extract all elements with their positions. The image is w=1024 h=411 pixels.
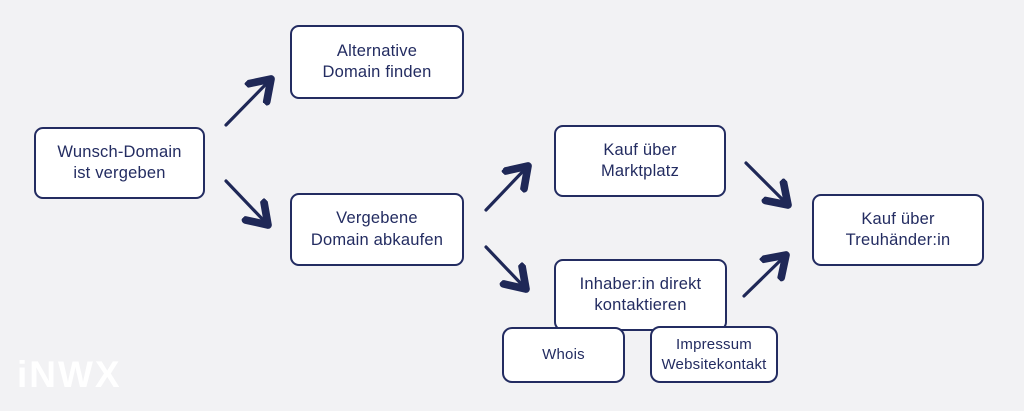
node-impressum-websitekontakt: Impressum Websitekontakt xyxy=(650,326,778,383)
node-alternative-domain-finden: Alternative Domain finden xyxy=(290,25,464,99)
node-label: Alternative Domain finden xyxy=(322,41,432,81)
node-label: Impressum Websitekontakt xyxy=(661,336,767,373)
inwx-logo: iNWX xyxy=(17,354,122,395)
node-wunsch-domain-ist-vergeben: Wunsch-Domain ist vergeben xyxy=(34,127,205,199)
node-label: Whois xyxy=(542,346,585,364)
node-whois: Whois xyxy=(502,327,625,383)
node-inhaber-direkt-kontaktieren: Inhaber:in direkt kontaktieren xyxy=(554,259,727,331)
arrow-wunsch-to-vergebene xyxy=(224,179,268,225)
node-vergebene-domain-abkaufen: Vergebene Domain abkaufen xyxy=(290,193,464,266)
arrow-vergebene-to-inhaber xyxy=(484,245,526,289)
node-kauf-ueber-marktplatz: Kauf über Marktplatz xyxy=(554,125,726,197)
node-label: Inhaber:in direkt kontaktieren xyxy=(579,274,702,314)
arrow-wunsch-to-alternative xyxy=(224,79,271,127)
node-label: Wunsch-Domain ist vergeben xyxy=(57,142,182,182)
arrow-vergebene-to-marktplatz xyxy=(484,166,528,212)
arrow-marktplatz-to-treuhaender xyxy=(744,161,788,205)
node-label: Vergebene Domain abkaufen xyxy=(310,209,444,249)
node-label: Kauf über Treuhänder:in xyxy=(845,209,951,249)
node-kauf-ueber-treuhaender: Kauf über Treuhänder:in xyxy=(812,194,984,266)
node-label: Kauf über Marktplatz xyxy=(600,140,680,180)
arrow-inhaber-to-treuhaender xyxy=(742,255,786,298)
